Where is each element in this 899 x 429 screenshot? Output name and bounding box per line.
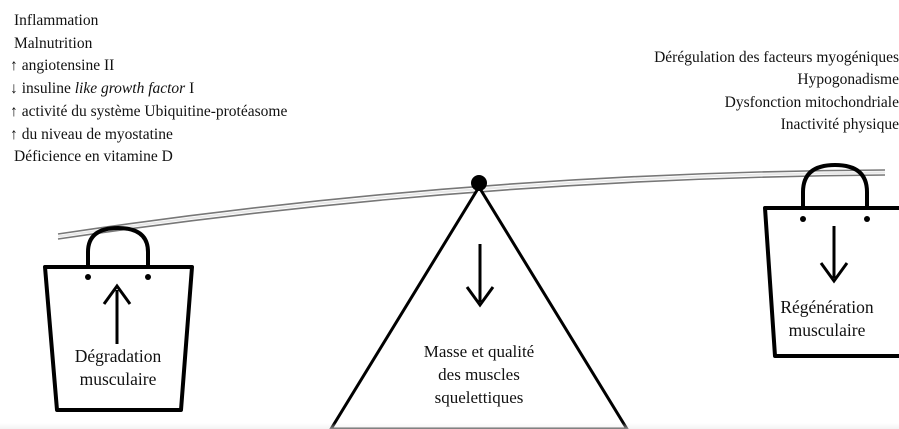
right-bag-icon bbox=[763, 162, 899, 358]
left-factor-0: Inflammation bbox=[14, 12, 99, 29]
left-bag-label: Dégradation musculaire bbox=[74, 346, 162, 389]
balance-beam bbox=[57, 169, 886, 240]
right-factor-0: Dérégulation des facteurs myogéniques bbox=[654, 49, 899, 66]
left-factor-3: ↓insuline like growth factor I bbox=[10, 80, 195, 98]
right-factor-3: Inactivité physique bbox=[780, 116, 899, 134]
down-arrow-right-icon bbox=[819, 226, 849, 284]
right-factor-list: Dérégulation des facteurs myogéniques Hy… bbox=[479, 47, 899, 137]
bottom-fade bbox=[0, 423, 899, 429]
down-arrow-icon bbox=[465, 244, 495, 308]
left-factor-1: Malnutrition bbox=[14, 34, 93, 52]
fulcrum-triangle bbox=[329, 184, 629, 429]
center-label: Masse et qualité des muscles squelettiqu… bbox=[423, 342, 535, 407]
left-factor-list: Inflammation Malnutrition ↑angiotensine … bbox=[10, 10, 287, 169]
left-factor-6: Déficience en vitamine D bbox=[14, 148, 173, 166]
pivot-dot bbox=[471, 175, 487, 191]
right-factor-2: Dysfonction mitochondriale bbox=[724, 93, 899, 111]
up-arrow-icon bbox=[102, 283, 132, 344]
right-factor-1: Hypogonadisme bbox=[797, 71, 899, 89]
left-factor-5: ↑du niveau de myostatine bbox=[10, 125, 173, 143]
right-bag-label: Régénération musculaire bbox=[780, 297, 874, 340]
left-factor-4: ↑activité du système Ubiquitine-protéaso… bbox=[10, 102, 288, 120]
left-factor-2: ↑angiotensine II bbox=[10, 57, 115, 75]
